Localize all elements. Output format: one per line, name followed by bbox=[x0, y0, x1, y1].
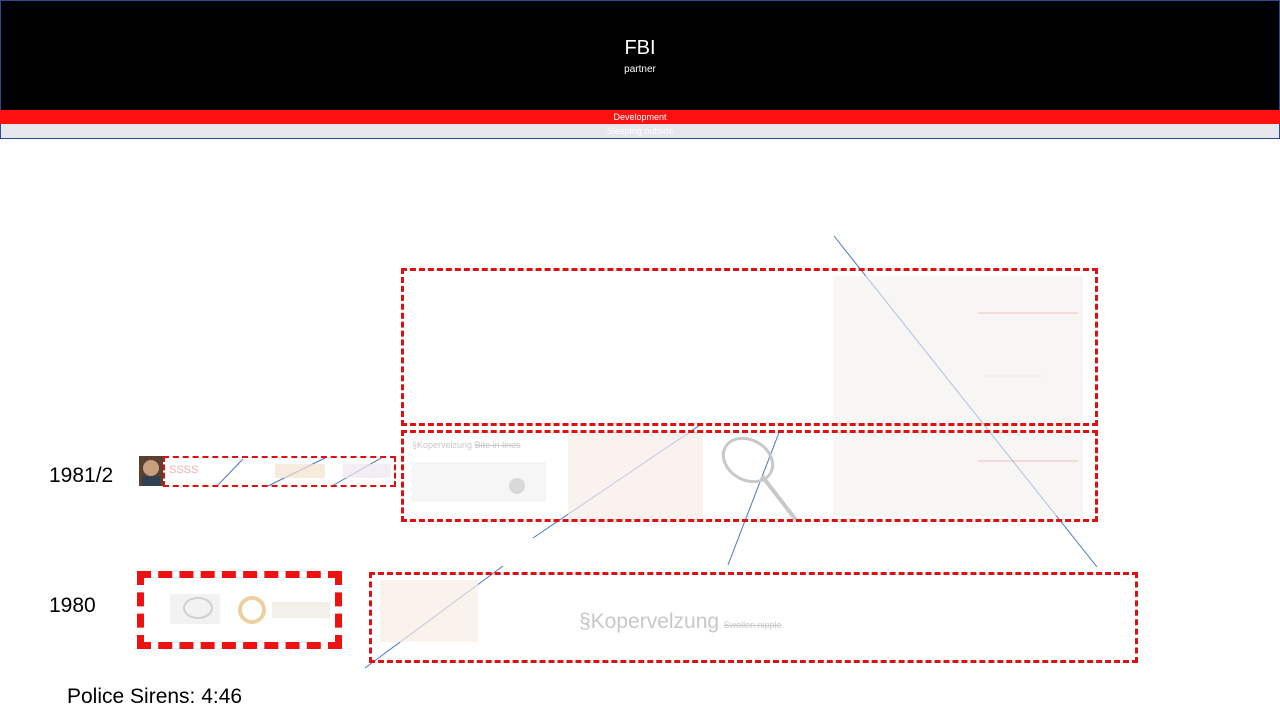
portrait-thumbnail bbox=[139, 456, 163, 486]
header-banner bbox=[0, 0, 1280, 111]
development-band: Development bbox=[0, 110, 1280, 124]
row-1981-dashed-region bbox=[401, 430, 1098, 522]
document-lines-icon bbox=[978, 312, 1078, 462]
upper-dashed-region bbox=[401, 268, 1098, 426]
row-1980-items-box bbox=[137, 571, 342, 649]
page-subtitle: partner bbox=[624, 64, 656, 75]
racket-icon bbox=[721, 436, 798, 522]
helmet-icon bbox=[170, 594, 220, 624]
faded-hand-image bbox=[412, 462, 546, 502]
faded-photo bbox=[568, 432, 703, 522]
note-main: §Kopervelzung bbox=[579, 610, 720, 633]
connector-line bbox=[216, 458, 244, 487]
person-icon bbox=[142, 460, 160, 486]
faded-anatomy-image bbox=[380, 580, 478, 642]
pacifier-icon bbox=[238, 596, 330, 624]
row-1981-note: §Kopervelzung Bite in lines bbox=[412, 440, 521, 450]
faded-document-image bbox=[833, 276, 1083, 516]
note-struck: Swollen nipple bbox=[723, 620, 782, 630]
row-1980-note: §Kopervelzung Swollen nipple bbox=[579, 610, 782, 634]
year-label-1981: 1981/2 bbox=[49, 464, 114, 487]
faded-thumbnail bbox=[343, 464, 391, 478]
ssss-label: SSSS bbox=[169, 464, 199, 476]
row-1981-thumbnails: SSSS bbox=[163, 456, 396, 487]
year-label-1980: 1980 bbox=[49, 594, 96, 617]
faded-thumbnail bbox=[275, 464, 325, 478]
police-sirens-caption: Police Sirens: 4:46 bbox=[67, 685, 243, 708]
note-struck: Bite in lines bbox=[474, 440, 521, 450]
ball-icon bbox=[509, 478, 525, 494]
connector-line bbox=[727, 429, 781, 566]
row-1980-dashed-region bbox=[369, 572, 1138, 663]
page-title: FBI bbox=[624, 37, 656, 59]
note-main: §Kopervelzung bbox=[412, 440, 473, 450]
